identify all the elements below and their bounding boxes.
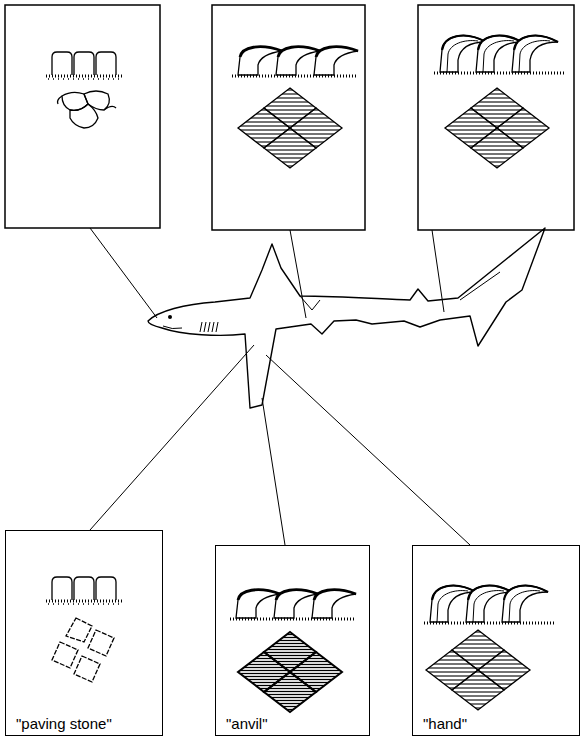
denticle-type-label: "hand": [423, 715, 467, 733]
anvil-panel: "anvil": [215, 545, 370, 736]
denticle-type-label: "anvil": [226, 715, 268, 733]
shark-outline: [148, 228, 545, 408]
paving-stone-panel: "paving stone": [5, 530, 163, 736]
hand-panel: "hand": [412, 545, 580, 736]
denticle-type-label: "paving stone": [16, 715, 112, 733]
